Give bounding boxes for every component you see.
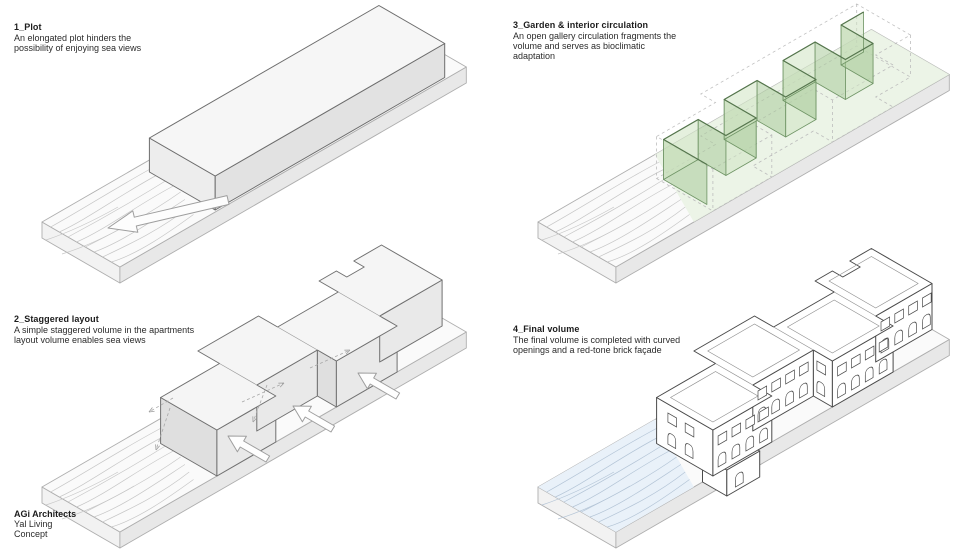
staggered-volume — [160, 244, 443, 477]
credits-block: AGi Architects Yal Living Concept — [14, 509, 76, 539]
water-area — [538, 419, 694, 532]
panel-1-title: 1_Plot — [14, 22, 42, 32]
circulation-ribbon-top-edge — [663, 11, 874, 166]
credits-project: Yal Living — [14, 519, 53, 529]
credits-firm: AGi Architects — [14, 509, 77, 519]
diagram-2-staggered-layout — [41, 244, 467, 549]
panel-2-description: A simple staggered volume in the apartme… — [14, 325, 195, 345]
panel-2-title: 2_Staggered layout — [14, 314, 99, 324]
terrain-hatch — [45, 426, 194, 528]
sea-view-dashed-arrows — [148, 349, 351, 451]
panel-4-title: 4_Final volume — [513, 324, 580, 334]
terrain-hatch — [541, 161, 690, 263]
diagram-4-final-volume — [537, 248, 950, 549]
panel-1-description: An elongated plot hinders the possibilit… — [14, 33, 142, 53]
building-volume — [148, 5, 446, 211]
credits-phase: Concept — [14, 529, 48, 539]
panel-3-title: 3_Garden & interior circulation — [513, 20, 649, 30]
panel-4-description: The final volume is completed with curve… — [513, 335, 681, 355]
sea-direction-arrow — [107, 195, 230, 233]
panel-2-label: 2_Staggered layout A simple staggered vo… — [14, 314, 264, 345]
water-hatch — [541, 426, 690, 528]
panel-3-label: 3_Garden & interior circulation An open … — [513, 20, 763, 61]
panel-4-label: 4_Final volume The final volume is compl… — [513, 324, 763, 355]
diagram-1-plot — [41, 5, 467, 284]
diagram-3-garden-circulation — [537, 3, 950, 284]
panel-3-description: An open gallery circulation fragments th… — [513, 31, 677, 61]
panel-1-label: 1_Plot An elongated plot hinders the pos… — [14, 22, 264, 53]
